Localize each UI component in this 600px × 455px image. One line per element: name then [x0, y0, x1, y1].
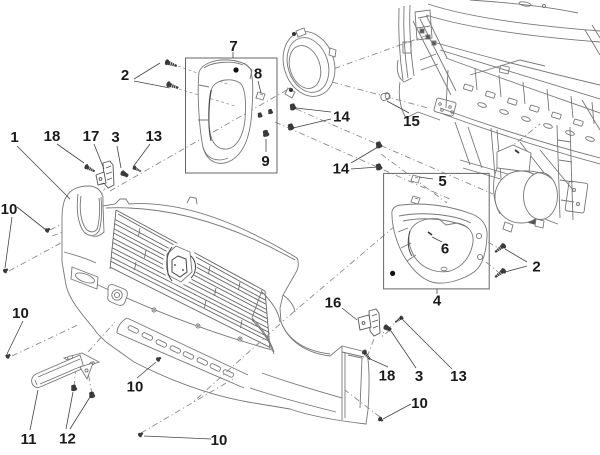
- svg-text:15: 15: [403, 113, 420, 130]
- svg-text:14: 14: [333, 109, 350, 126]
- svg-text:18: 18: [379, 368, 396, 385]
- svg-text:14: 14: [333, 161, 350, 178]
- svg-text:2: 2: [532, 259, 540, 276]
- svg-text:2: 2: [121, 67, 129, 84]
- svg-text:5: 5: [438, 173, 446, 190]
- svg-text:13: 13: [450, 368, 467, 385]
- svg-text:16: 16: [325, 295, 342, 312]
- svg-text:17: 17: [83, 128, 100, 145]
- svg-text:7: 7: [229, 38, 237, 55]
- svg-text:10: 10: [411, 395, 428, 412]
- svg-text:8: 8: [254, 66, 262, 83]
- svg-text:6: 6: [441, 241, 449, 258]
- svg-text:3: 3: [111, 129, 119, 146]
- svg-text:10: 10: [12, 305, 29, 322]
- svg-text:1: 1: [10, 129, 18, 146]
- svg-text:10: 10: [1, 201, 18, 218]
- svg-text:3: 3: [415, 368, 423, 385]
- svg-text:10: 10: [211, 432, 228, 449]
- svg-text:9: 9: [261, 153, 269, 170]
- svg-text:18: 18: [44, 128, 61, 145]
- svg-text:4: 4: [433, 293, 442, 310]
- svg-text:10: 10: [127, 379, 144, 396]
- svg-text:11: 11: [21, 431, 37, 448]
- svg-text:12: 12: [59, 431, 76, 448]
- svg-text:13: 13: [145, 128, 162, 145]
